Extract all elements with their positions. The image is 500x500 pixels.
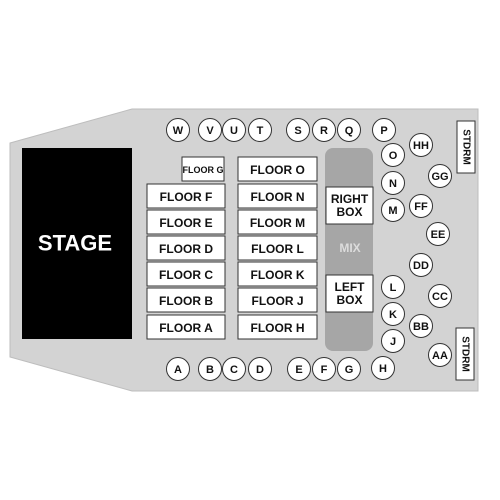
section-floor-d[interactable]: FLOOR D [146, 235, 226, 261]
table-t[interactable]: T [248, 118, 272, 142]
table-dd[interactable]: DD [409, 253, 433, 277]
section-floor-n[interactable]: FLOOR N [237, 183, 318, 209]
table-r[interactable]: R [312, 118, 336, 142]
table-hh[interactable]: HH [409, 133, 433, 157]
table-o[interactable]: O [381, 143, 405, 167]
standing-room-label: STDRM [461, 129, 472, 165]
section-floor-h[interactable]: FLOOR H [237, 314, 318, 340]
stage-label: STAGE [38, 231, 112, 256]
stage [22, 148, 132, 339]
table-bb[interactable]: BB [409, 314, 433, 338]
section-floor-o[interactable]: FLOOR O [237, 156, 318, 182]
table-ff[interactable]: FF [409, 194, 433, 218]
table-u[interactable]: U [222, 118, 246, 142]
section-floor-j[interactable]: FLOOR J [237, 287, 318, 313]
table-gg[interactable]: GG [428, 164, 452, 188]
section-floor-l[interactable]: FLOOR L [237, 235, 318, 261]
table-aa[interactable]: AA [428, 343, 452, 367]
table-v[interactable]: V [198, 118, 222, 142]
table-s[interactable]: S [286, 118, 310, 142]
section-floor-b[interactable]: FLOOR B [146, 287, 226, 313]
table-p[interactable]: P [372, 118, 396, 142]
table-w[interactable]: W [166, 118, 190, 142]
table-e[interactable]: E [287, 357, 311, 381]
standing-room-label: STDRM [460, 336, 471, 372]
section-floor-f[interactable]: FLOOR F [146, 183, 226, 209]
table-k[interactable]: K [381, 302, 405, 326]
table-d[interactable]: D [248, 357, 272, 381]
section-floor-a[interactable]: FLOOR A [146, 314, 226, 340]
table-n[interactable]: N [381, 171, 405, 195]
standing-room-stdrm-bottom[interactable]: STDRM [455, 327, 475, 381]
table-l[interactable]: L [381, 275, 405, 299]
table-a[interactable]: A [166, 357, 190, 381]
section-floor-e[interactable]: FLOOR E [146, 209, 226, 235]
table-m[interactable]: M [381, 198, 405, 222]
section-floor-m[interactable]: FLOOR M [237, 209, 318, 235]
mix-label: MIX [339, 241, 360, 255]
table-f[interactable]: F [312, 357, 336, 381]
table-q[interactable]: Q [337, 118, 361, 142]
table-ee[interactable]: EE [426, 222, 450, 246]
section-floor-c[interactable]: FLOOR C [146, 261, 226, 287]
table-c[interactable]: C [222, 357, 246, 381]
table-j[interactable]: J [381, 329, 405, 353]
table-h[interactable]: H [371, 356, 395, 380]
section-floor-k[interactable]: FLOOR K [237, 261, 318, 287]
standing-room-stdrm-top[interactable]: STDRM [456, 120, 476, 174]
table-g[interactable]: G [337, 357, 361, 381]
section-floor-g[interactable]: FLOOR G [181, 156, 225, 182]
table-b[interactable]: B [198, 357, 222, 381]
table-cc[interactable]: CC [428, 284, 452, 308]
